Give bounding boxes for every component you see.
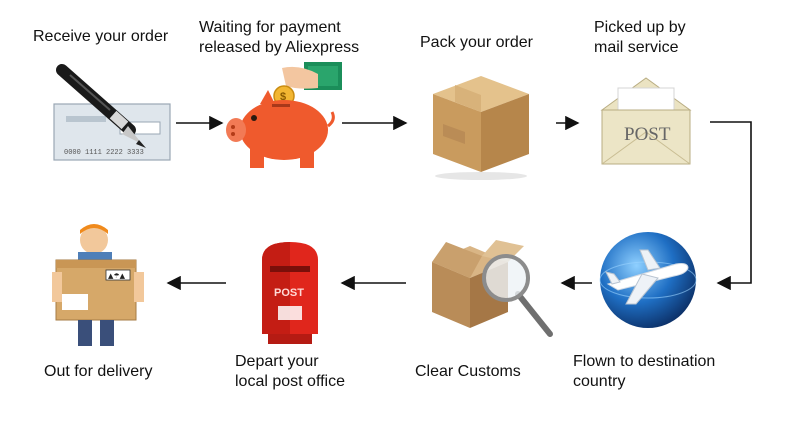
check-pen-icon: 0000 1111 2222 3333 [53, 64, 171, 161]
airplane-globe-icon [599, 232, 697, 328]
step-5-label: Flown to destination country [573, 353, 716, 390]
step-4-label: Picked up by mail service [594, 19, 686, 56]
box-magnifier-icon [432, 240, 553, 337]
svg-text:▲☂▲: ▲☂▲ [108, 272, 126, 280]
step-6-label: Clear Customs [415, 363, 521, 380]
postbox-text: POST [274, 287, 304, 299]
step-1-label: Receive your order [33, 28, 169, 45]
step-3-label: Pack your order [420, 34, 533, 51]
piggy-bank-icon: $ [226, 62, 342, 168]
post-envelope-icon: POST [600, 77, 692, 165]
check-numbers: 0000 1111 2222 3333 [64, 149, 144, 157]
envelope-text: POST [624, 124, 671, 145]
step-2-label: Waiting for payment released by Aliexpre… [199, 19, 360, 56]
post-box-icon: POST [262, 242, 318, 344]
step-8-label: Out for delivery [44, 363, 153, 380]
cardboard-box-icon [433, 76, 529, 180]
svg-text:$: $ [280, 91, 286, 103]
step-7-label: Depart your local post office [235, 353, 345, 390]
arrow-4-5 [710, 121, 752, 291]
delivery-man-icon: ▲☂▲ [52, 224, 144, 346]
